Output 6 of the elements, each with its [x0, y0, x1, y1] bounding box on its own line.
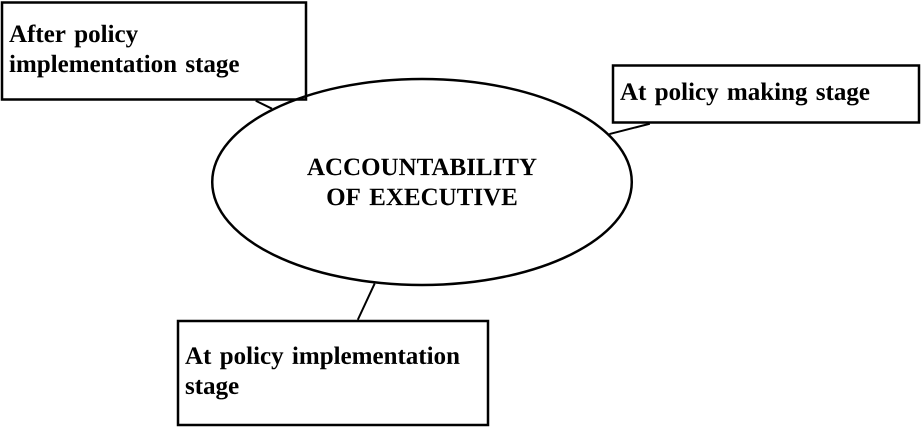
text-box: At policy implementation stage: [176, 320, 490, 426]
connector-line: [609, 122, 650, 136]
text-box: After policy implementation stage: [0, 1, 308, 101]
connector-line: [255, 100, 272, 110]
text-box: At policy making stage: [612, 64, 920, 124]
connector-line: [356, 283, 376, 320]
